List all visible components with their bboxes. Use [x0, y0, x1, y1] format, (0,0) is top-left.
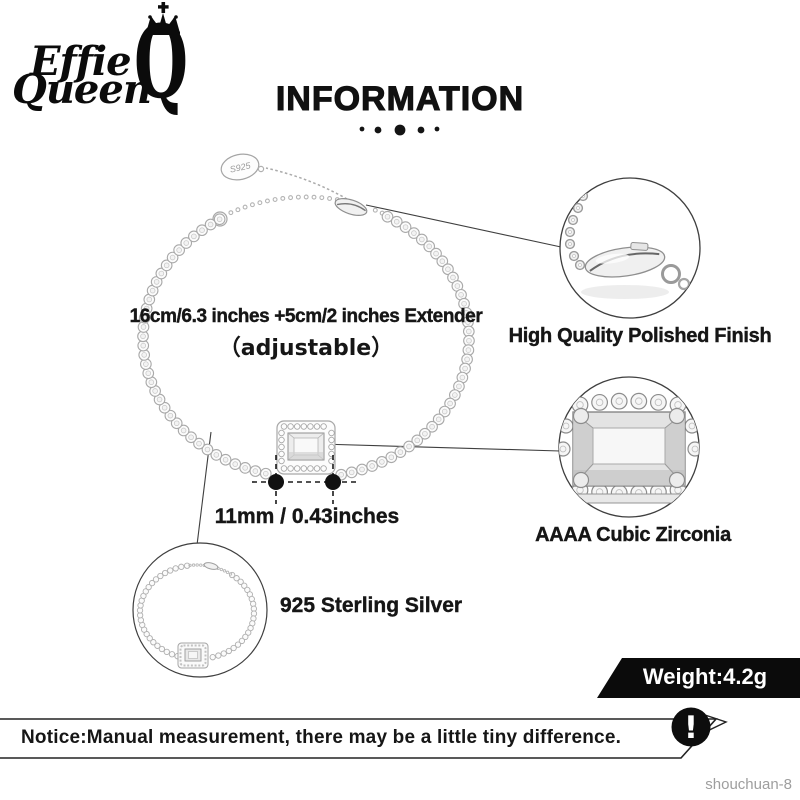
s925-tag-label: S925: [229, 160, 253, 174]
feature-stone-label: AAAA Cubic Zirconia: [535, 524, 731, 546]
feature-material-label: 925 Sterling Silver: [280, 594, 463, 617]
width-measurement: [252, 455, 359, 504]
main-bracelet-illustration: S925: [137, 153, 475, 481]
notice-text: Notice:Manual measurement, there may be …: [21, 727, 622, 748]
exclamation-glyph: !: [684, 710, 698, 746]
mini-pendant: [177, 642, 209, 669]
page-title: INFORMATION: [275, 79, 525, 118]
callout-lines: [196, 204, 562, 546]
clasp-detail-circle: [559, 177, 701, 319]
weight-badge: [597, 658, 800, 698]
brand-name-line1: Effie: [30, 38, 132, 85]
crown-icon: [146, 2, 180, 35]
full-bracelet-circle: [132, 542, 268, 678]
stone-detail-circle: [558, 376, 700, 518]
pendant: [276, 420, 336, 475]
s925-tag: S925: [220, 153, 260, 181]
brand-name-line2: Queen: [12, 66, 152, 113]
pendant-halo: [278, 423, 335, 472]
brand-monogram: Q: [134, 3, 189, 121]
tennis-links: [137, 210, 475, 481]
extender-chain: [265, 167, 348, 200]
exclamation-icon: [671, 707, 711, 747]
mini-bracelet: [136, 562, 258, 661]
rope-chain: [564, 190, 589, 271]
width-label: 11mm / 0.43inches: [214, 505, 400, 528]
seller-watermark: shouchuan-8: [705, 776, 792, 793]
feature-clasp-label: High Quality Polished Finish: [508, 325, 772, 347]
weight-label: Weight:4.2g: [642, 664, 768, 689]
heading-dots: [359, 124, 440, 136]
length-label: 16cm/6.3 inches +5cm/2 inches Extender: [129, 306, 483, 327]
bracelet-chain: [221, 194, 398, 223]
lobster-clasp: [584, 241, 666, 278]
bracelet-clasp: [334, 198, 368, 216]
notice-banner: !: [0, 707, 728, 759]
adjustable-label: （adjustable）: [218, 336, 394, 361]
